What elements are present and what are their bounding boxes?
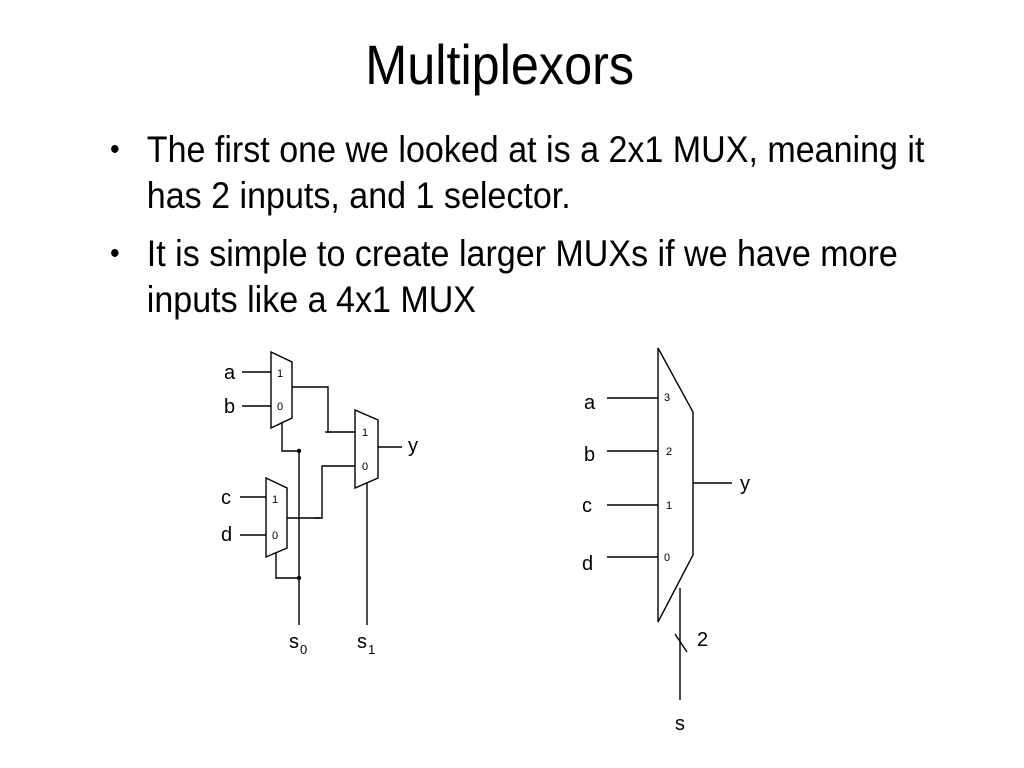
wire-bottom-out	[287, 465, 355, 519]
bullet-dot: •	[110, 133, 120, 166]
port-top-0: 0	[277, 401, 283, 413]
bus-slash	[674, 633, 688, 653]
label-right-a: a	[584, 392, 596, 414]
bullet-item: • The first one we looked at is a 2x1 MU…	[110, 127, 929, 219]
bullet-dot: •	[110, 237, 120, 270]
label-c: c	[221, 487, 231, 509]
port-out-1: 1	[362, 427, 368, 439]
label-d: d	[221, 524, 232, 546]
mux-4x1	[657, 347, 694, 623]
wire-s0-bottom	[275, 552, 299, 579]
label-s1: s	[357, 631, 367, 653]
label-s0-sub: 0	[300, 642, 307, 657]
port-top-1: 1	[277, 368, 283, 380]
label-right-d: d	[582, 553, 593, 575]
port-bottom-0: 0	[272, 530, 278, 542]
label-right-c: c	[582, 495, 592, 517]
label-s0: s	[289, 631, 299, 653]
label-bus-width: 2	[697, 629, 708, 651]
bullet-text: It is simple to create larger MUXs if we…	[146, 233, 898, 320]
label-b: b	[224, 396, 235, 418]
port-right-1: 1	[666, 500, 672, 512]
junction-dot	[296, 575, 302, 581]
port-right-3: 3	[664, 392, 670, 404]
bullet-list: • The first one we looked at is a 2x1 MU…	[110, 127, 1000, 335]
label-right-s: s	[675, 713, 685, 735]
label-a: a	[224, 362, 236, 384]
junction-dot	[296, 448, 302, 454]
port-right-2: 2	[666, 446, 672, 458]
label-right-y: y	[740, 473, 750, 495]
label-s1-sub: 1	[368, 642, 375, 657]
bullet-item: • It is simple to create larger MUXs if …	[110, 231, 929, 323]
mux-bottom	[265, 476, 288, 559]
wire-s0-top	[281, 423, 299, 452]
mux-output	[354, 408, 379, 490]
wire-top-out	[292, 386, 355, 433]
port-right-0: 0	[664, 552, 670, 564]
slide-title: Multiplexors	[365, 33, 635, 96]
label-y-left: y	[408, 435, 418, 457]
mux-top	[270, 350, 293, 430]
port-out-0: 0	[362, 461, 368, 473]
bullet-text: The first one we looked at is a 2x1 MUX,…	[146, 129, 925, 216]
label-right-b: b	[584, 444, 595, 466]
port-bottom-1: 1	[272, 494, 278, 506]
